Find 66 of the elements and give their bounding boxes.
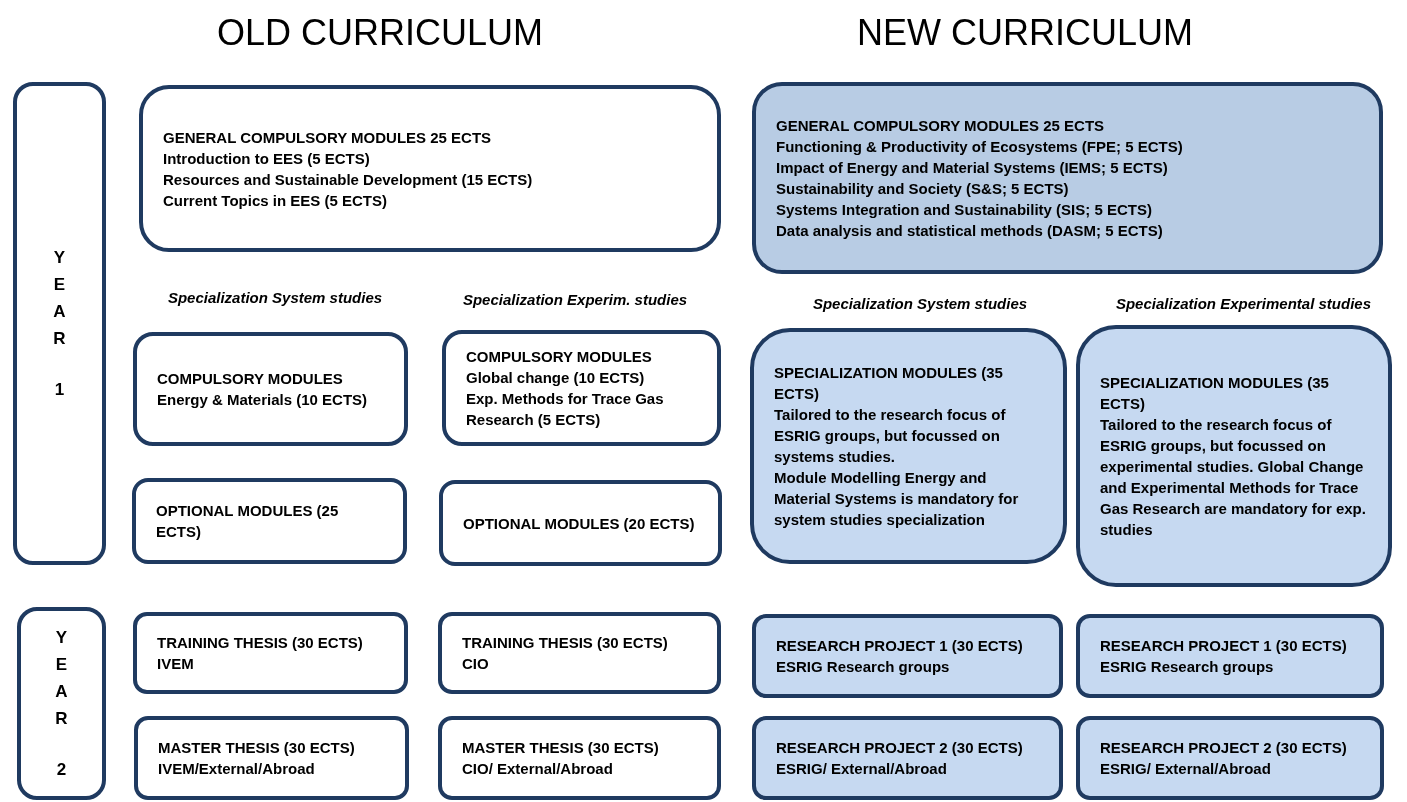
module-text: IVEM/External/Abroad [158,759,316,779]
module-text: CIO [462,654,490,674]
module-box [442,330,721,446]
module-box [132,478,407,564]
specialization-heading: Specialization System studies [166,288,384,308]
year-label: YEAR [54,626,69,731]
specialization-heading: Specialization System studies [811,294,1029,314]
specialization-heading: Specialization Experim. studies [461,290,689,310]
module-text: Tailored to the research focus of ESRIG groups, but focussed on experimental studies. Global Change and Experimental Methods for Trace Gas Research are mandatory for exp. studies [1100,415,1367,540]
column-title: NEW CURRICULUM [856,11,1194,55]
module-heading: TRAINING THESIS (30 ECTS) [157,633,364,653]
module-heading: OPTIONAL MODULES (25 ECTS) [156,501,340,542]
module-text: Global change (10 ECTS) [466,368,646,388]
module-text: Sustainability and Society (S&S; 5 ECTS) [776,179,1070,199]
module-box [133,612,408,694]
module-text: ESRIG/ External/Abroad [776,759,948,779]
module-text: Current Topics in EES (5 ECTS) [163,190,388,211]
module-box [752,614,1063,698]
module-heading: RESEARCH PROJECT 2 (30 ECTS) [776,738,1024,758]
module-text: Data analysis and statistical methods (DASM; 5 ECTS) [776,221,1164,241]
year-band [13,82,106,565]
module-text: Resources and Sustainable Development (15 ECTS) [163,169,534,190]
module-text: Systems Integration and Sustainability (SIS; 5 ECTS) [776,200,1153,220]
specialization-heading: Specialization Experimental studies [1114,294,1373,314]
module-box [752,716,1063,800]
year-label: 2 [55,759,68,782]
module-box [438,612,721,694]
module-heading: COMPULSORY MODULES [466,347,653,367]
column-title: OLD CURRICULUM [216,11,544,55]
module-heading: RESEARCH PROJECT 1 (30 ECTS) [1100,636,1348,656]
module-text: Energy & Materials (10 ECTS) [157,390,369,410]
module-box [439,480,722,566]
module-heading: RESEARCH PROJECT 1 (30 ECTS) [776,636,1024,656]
module-box [139,85,721,252]
module-text: ESRIG/ External/Abroad [1100,759,1272,779]
module-text: CIO/ External/Abroad [462,759,614,779]
module-heading: SPECIALIZATION MODULES (35 ECTS) [774,363,1004,404]
year-label: 1 [53,379,66,402]
module-box [1076,325,1392,587]
module-text: ESRIG Research groups [776,657,951,677]
module-box [1076,716,1384,800]
module-text: Functioning & Productivity of Ecosystems (FPE; 5 ECTS) [776,137,1184,157]
module-box [134,716,409,800]
module-heading: MASTER THESIS (30 ECTS) [158,738,356,758]
module-box [1076,614,1384,698]
module-heading: TRAINING THESIS (30 ECTS) [462,633,669,653]
module-heading: OPTIONAL MODULES (20 ECTS) [463,513,696,534]
module-text: Impact of Energy and Material Systems (IEMS; 5 ECTS) [776,158,1169,178]
module-box [438,716,721,800]
year-band [17,607,106,800]
module-heading: RESEARCH PROJECT 2 (30 ECTS) [1100,738,1348,758]
module-heading: MASTER THESIS (30 ECTS) [462,738,660,758]
module-text: Introduction to EES (5 ECTS) [163,148,371,169]
module-text: IVEM [157,654,195,674]
module-text: ESRIG Research groups [1100,657,1275,677]
module-text: Exp. Methods for Trace Gas Research (5 ECTS) [466,389,665,430]
module-box [752,82,1383,274]
module-text: Module Modelling Energy and Material Systems is mandatory for system studies specialization [774,468,1020,530]
module-box [133,332,408,446]
module-heading: GENERAL COMPULSORY MODULES 25 ECTS [776,116,1106,136]
module-box [750,328,1067,564]
module-heading: COMPULSORY MODULES [157,369,344,389]
year-label: YEAR [52,246,67,351]
module-text: Tailored to the research focus of ESRIG groups, but focussed on systems studies. [774,405,1007,467]
module-heading: GENERAL COMPULSORY MODULES 25 ECTS [163,127,493,148]
module-heading: SPECIALIZATION MODULES (35 ECTS) [1100,373,1330,414]
